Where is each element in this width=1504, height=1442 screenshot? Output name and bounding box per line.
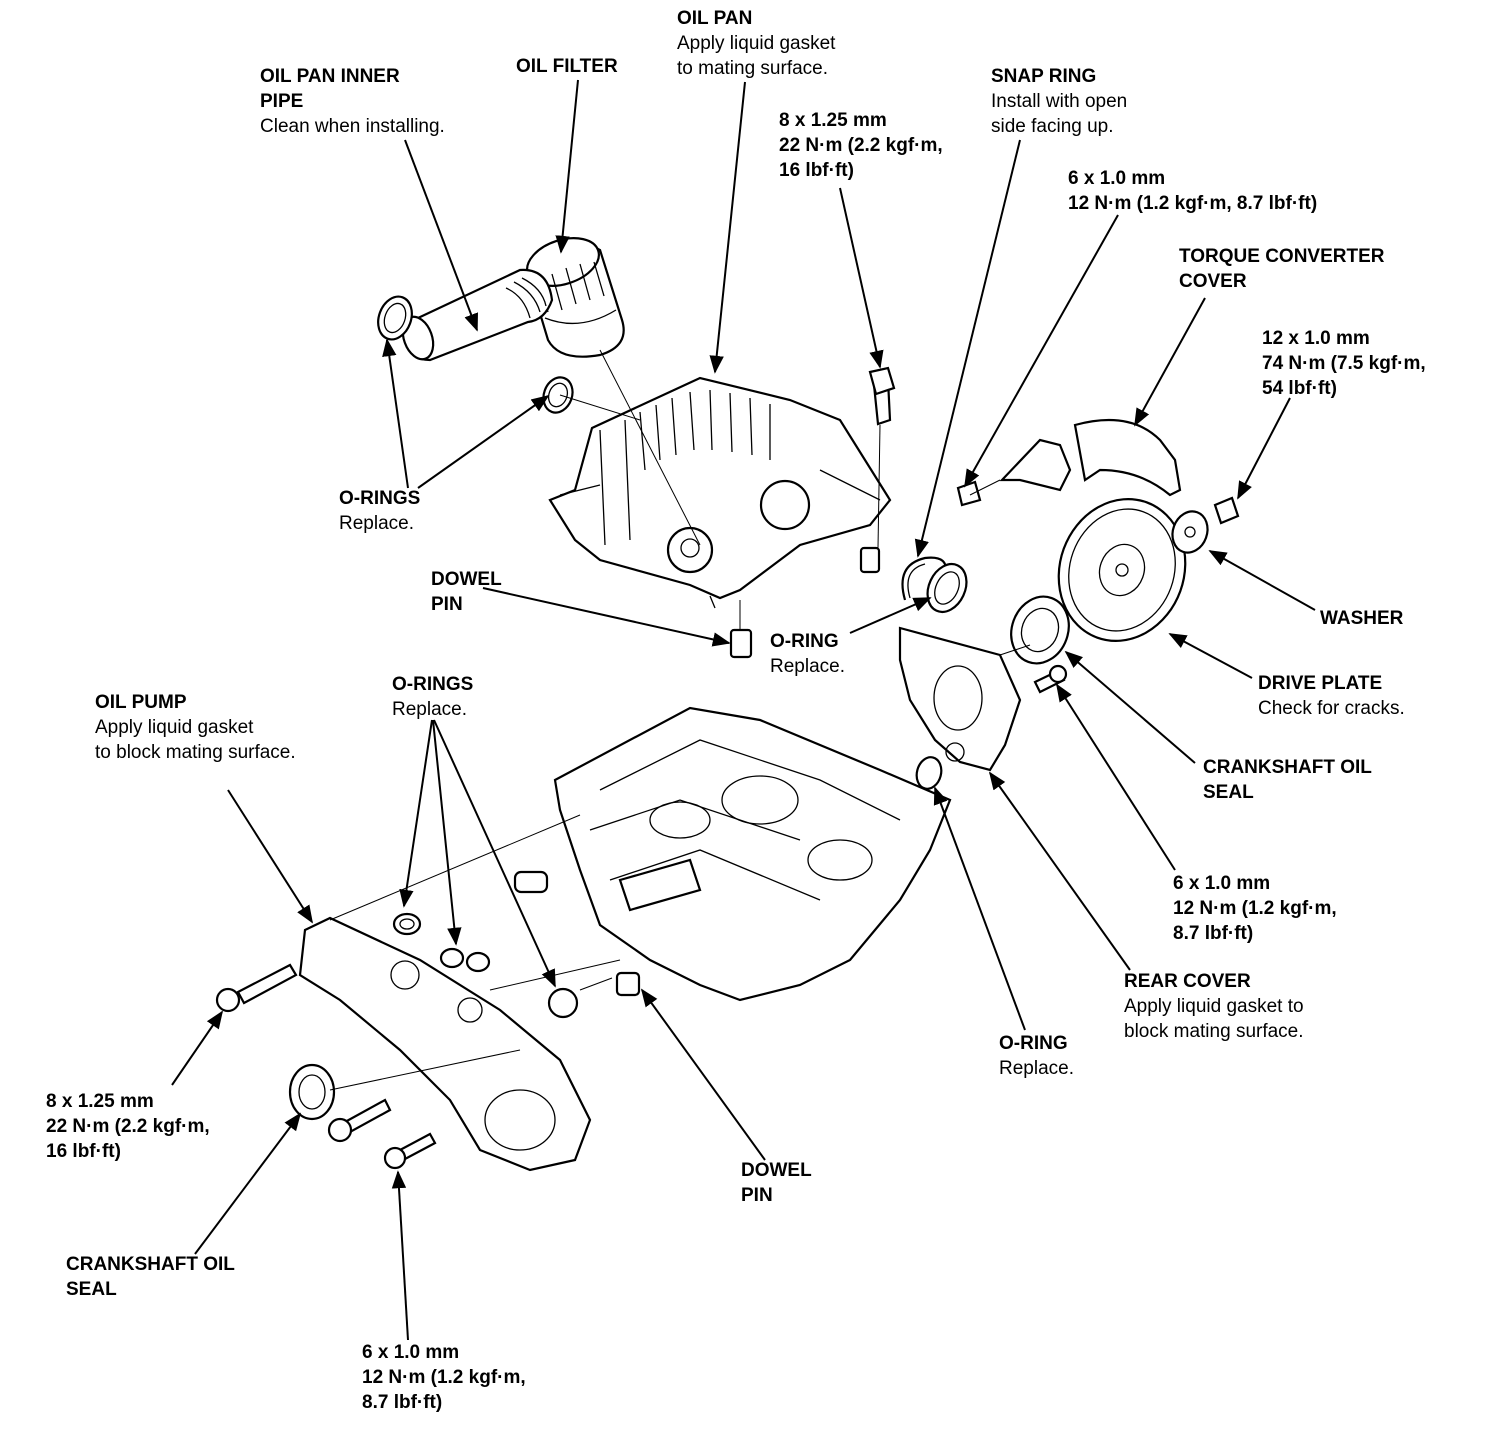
leader-lines	[171, 79, 1316, 1341]
crankshaft-oil-seal-front-part	[288, 1063, 336, 1121]
dowel-pin-top-part	[729, 628, 753, 659]
drive-plate-part	[1057, 497, 1187, 643]
label-oil-pump: OIL PUMP Apply liquid gasket to block ma…	[95, 692, 296, 763]
washer-part	[1171, 510, 1209, 554]
torque-converter-cover-part	[956, 418, 1182, 507]
dowel-pin-pan	[859, 546, 881, 574]
o-ring-pump-4	[547, 987, 579, 1019]
o-ring-mid-part	[926, 562, 968, 614]
o-ring-pipe-left	[377, 295, 413, 341]
label-bolt-rear-cover: 6 x 1.0 mm 12 N·m (1.2 kgf·m, 8.7 lbf·ft…	[1173, 873, 1337, 944]
bolt-drive-part	[1213, 496, 1240, 525]
o-ring-pump-3	[465, 951, 491, 973]
label-oil-filter: OIL FILTER	[516, 56, 618, 77]
label-torque-converter-cover: TORQUE CONVERTER COVER	[1179, 246, 1385, 292]
label-rear-cover: REAR COVER Apply liquid gasket to block …	[1124, 971, 1304, 1042]
rear-cover-part	[898, 626, 1022, 772]
label-o-ring-mid: O-RING Replace.	[770, 631, 845, 677]
label-crankshaft-oil-seal-rear: CRANKSHAFT OIL SEAL	[1203, 757, 1372, 803]
dowel-pin-bottom-part	[615, 971, 641, 997]
o-ring-pump-1	[392, 912, 422, 936]
label-o-rings-top: O-RINGS Replace.	[339, 488, 421, 534]
label-oil-pan-inner-pipe: OIL PAN INNER PIPE Clean when installing…	[260, 66, 445, 137]
label-bolt-tc: 6 x 1.0 mm 12 N·m (1.2 kgf·m, 8.7 lbf·ft…	[1068, 168, 1318, 214]
label-bolt-drive: 12 x 1.0 mm 74 N·m (7.5 kgf·m, 54 lbf·ft…	[1262, 328, 1426, 399]
label-o-ring-rear: O-RING Replace.	[999, 1033, 1074, 1079]
label-crankshaft-oil-seal-front: CRANKSHAFT OIL SEAL	[66, 1254, 235, 1300]
bolt-pump-small-part	[383, 1132, 437, 1170]
bolt-pump-mid-part	[327, 1098, 392, 1143]
o-ring-pipe-right	[542, 376, 574, 414]
label-drive-plate: DRIVE PLATE Check for cracks.	[1258, 673, 1405, 719]
engine-block-part	[513, 706, 952, 1002]
label-oil-pan: OIL PAN Apply liquid gasket to mating su…	[677, 8, 836, 79]
oil-pan-inner-pipe-part	[401, 268, 554, 362]
bolt-rear-cover-part	[1033, 664, 1068, 694]
label-dowel-pin-bottom: DOWEL PIN	[741, 1160, 812, 1206]
alignment-lines	[329, 349, 1031, 1091]
oil-pump-part	[298, 916, 592, 1172]
label-bolt-pan: 8 x 1.25 mm 22 N·m (2.2 kgf·m, 16 lbf·ft…	[779, 110, 943, 181]
label-bolt-pump-small: 6 x 1.0 mm 12 N·m (1.2 kgf·m, 8.7 lbf·ft…	[362, 1342, 526, 1413]
o-ring-pump-2	[439, 947, 465, 969]
oil-pan-part	[548, 376, 892, 609]
label-washer: WASHER	[1320, 608, 1404, 629]
bolt-pump-part	[215, 963, 298, 1013]
label-o-rings-pump: O-RINGS Replace.	[392, 674, 474, 720]
label-snap-ring: SNAP RING Install with open side facing …	[991, 66, 1128, 137]
label-dowel-pin-top: DOWEL PIN	[431, 569, 502, 615]
bolt-pan-part	[868, 366, 896, 426]
label-bolt-pump: 8 x 1.25 mm 22 N·m (2.2 kgf·m, 16 lbf·ft…	[46, 1091, 210, 1162]
